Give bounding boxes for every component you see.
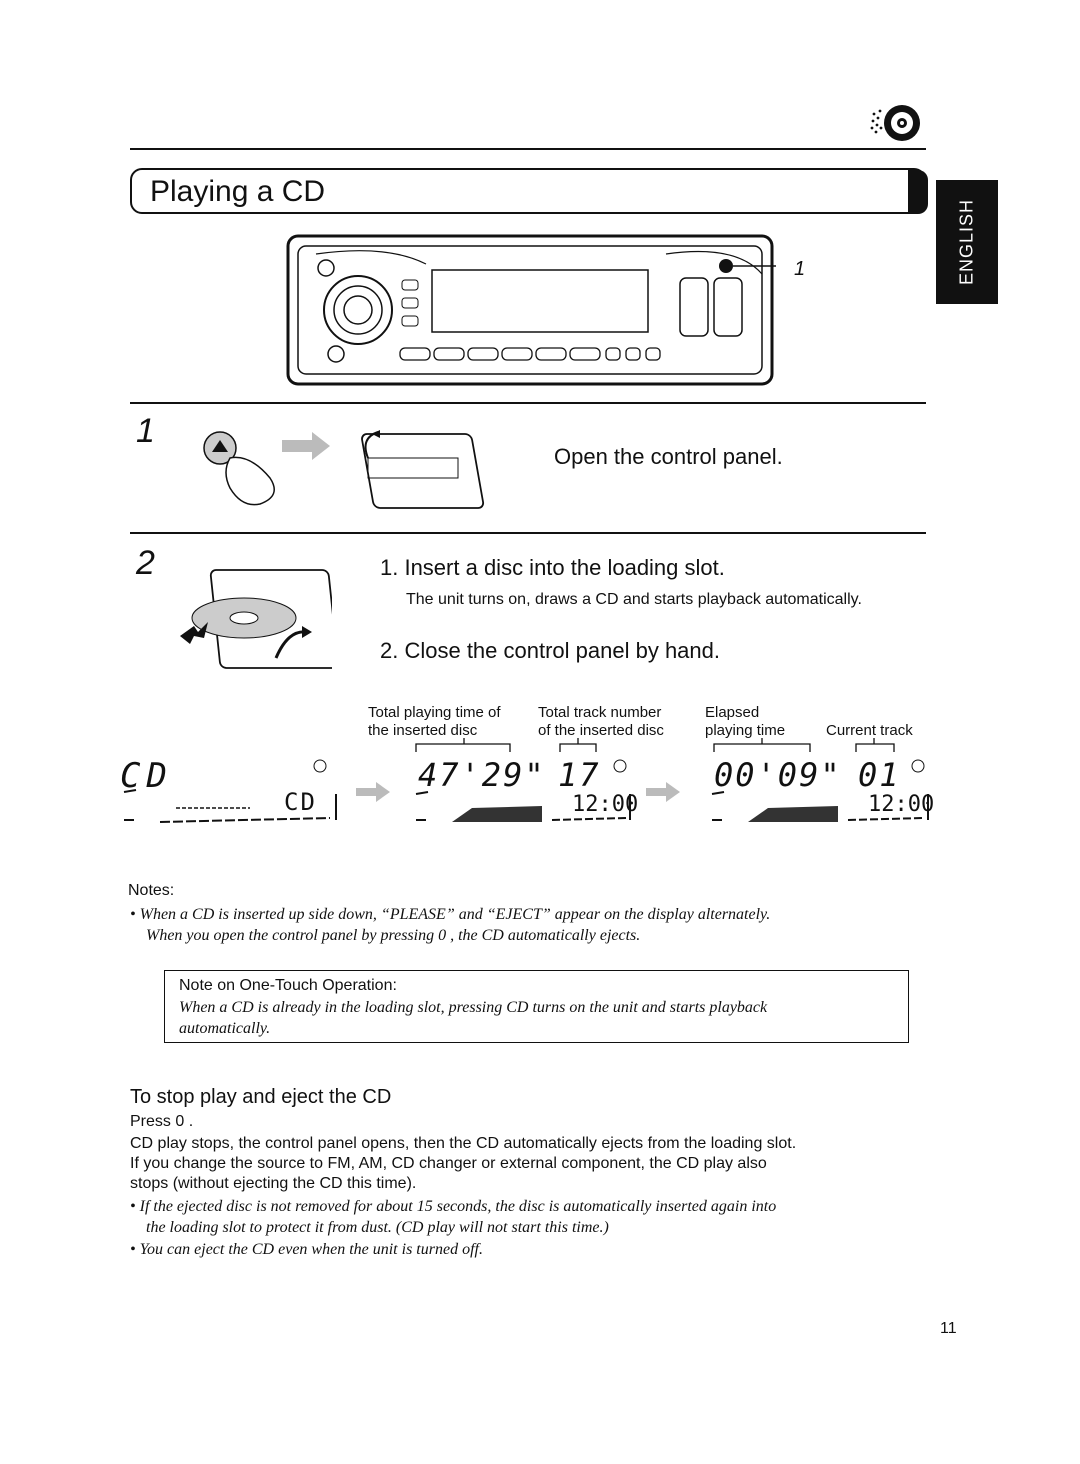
lcd-display-1: CD CD [120, 756, 342, 826]
notes-heading: Notes: [128, 882, 175, 899]
step2-item2: 2. Close the control panel by hand. [380, 638, 721, 663]
step1-rule [130, 402, 926, 404]
lcd-main-text: 47'29" [418, 756, 546, 794]
lcd-clock-text: 12:00 [868, 792, 935, 817]
lcd-track-text: 17 [558, 756, 601, 794]
stop-eject-press: Press 0 . [130, 1113, 194, 1130]
arrow-icon [356, 782, 390, 802]
page-number: 11 [940, 1320, 957, 1337]
eject-button-illustration [203, 430, 485, 509]
one-touch-heading: Note on One-Touch Operation: [179, 977, 397, 994]
insert-disc-illustration [180, 569, 332, 669]
stop-eject-paragraph: CD play stops, the control panel opens, … [130, 1135, 797, 1192]
notes-bullet-1: • When a CD is inserted up side down, “P… [130, 906, 771, 944]
step1-instruction: Open the control panel. [554, 444, 783, 469]
lcd-sub-text: CD [284, 788, 317, 816]
bullet-marker: • [130, 1241, 140, 1258]
arrow-icon [646, 782, 680, 802]
lcd-display-2: 47'29" 17 12:00 [412, 756, 638, 826]
step2-item1: 1. Insert a disc into the loading slot. [380, 555, 725, 580]
cd-icon [870, 105, 920, 141]
lcd-segments [123, 759, 337, 823]
header-rule [130, 148, 926, 150]
car-stereo-diagram [286, 234, 776, 386]
stop-eject-bullet-1: • If the ejected disc is not removed for… [130, 1198, 777, 1236]
caption-current-track: Current track [826, 722, 913, 739]
one-touch-note-box: Note on One-Touch Operation: When a CD i… [164, 970, 909, 1043]
step2-item1-detail: The unit turns on, draws a CD and starts… [406, 591, 862, 608]
caption-brackets [415, 738, 895, 752]
stop-eject-bullet-2: • You can eject the CD even when the uni… [130, 1241, 483, 1258]
title-tab-decoration [908, 170, 928, 214]
lcd-segments [415, 759, 631, 822]
caption-total-tracks: Total track number of the inserted disc [538, 704, 664, 739]
language-tab: ENGLISH [936, 180, 998, 304]
page-title: Playing a CD [130, 168, 926, 214]
caption-total-time: Total playing time of the inserted disc [368, 704, 501, 739]
stop-eject-heading: To stop play and eject the CD [130, 1086, 392, 1108]
step2-rule [130, 532, 926, 534]
lcd-track-text: 01 [858, 756, 901, 794]
language-label: ENGLISH [956, 198, 977, 286]
step2-number: 2 [136, 544, 155, 582]
lcd-main-text: CD [120, 756, 173, 796]
caption-elapsed: Elapsed playing time [705, 704, 786, 739]
lcd-main-text: 00'09" [714, 756, 842, 794]
bullet-marker: • [130, 1198, 140, 1215]
diagram-callout-1: 1 [794, 258, 806, 280]
bullet-marker: • [130, 906, 140, 923]
lcd-clock-text: 12:00 [572, 792, 639, 817]
lcd-display-3: 00'09" 01 12:00 [708, 756, 935, 826]
lcd-segments [711, 759, 929, 822]
one-touch-text: When a CD is already in the loading slot… [179, 999, 768, 1037]
step1-number: 1 [136, 412, 155, 450]
